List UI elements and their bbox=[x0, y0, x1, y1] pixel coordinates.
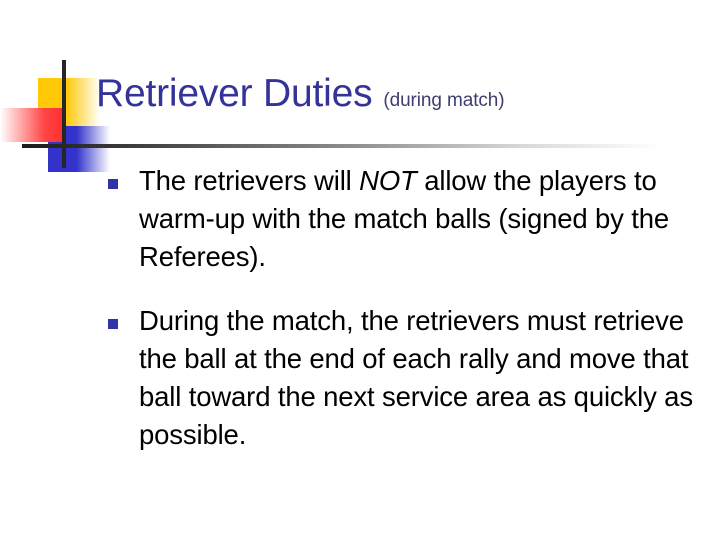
square-bullet-icon bbox=[108, 319, 118, 329]
square-bullet-icon bbox=[108, 179, 118, 189]
red-bar-icon bbox=[0, 108, 62, 142]
bullet-list: The retrievers will NOT allow the player… bbox=[104, 162, 708, 480]
yellow-square-icon bbox=[38, 78, 100, 126]
horizontal-rule-divider bbox=[22, 144, 662, 148]
blue-square-icon bbox=[48, 126, 110, 172]
page-title: Retriever Duties (during match) bbox=[96, 74, 696, 130]
list-item-text: The retrievers will NOT allow the player… bbox=[139, 165, 670, 272]
list-item-text: During the match, the retrievers must re… bbox=[139, 305, 693, 450]
list-item: The retrievers will NOT allow the player… bbox=[104, 162, 708, 276]
vertical-rule-icon bbox=[62, 60, 66, 168]
list-item: During the match, the retrievers must re… bbox=[104, 302, 708, 454]
page-title-main: Retriever Duties bbox=[96, 72, 373, 115]
page-title-subtitle: (during match) bbox=[383, 90, 505, 111]
